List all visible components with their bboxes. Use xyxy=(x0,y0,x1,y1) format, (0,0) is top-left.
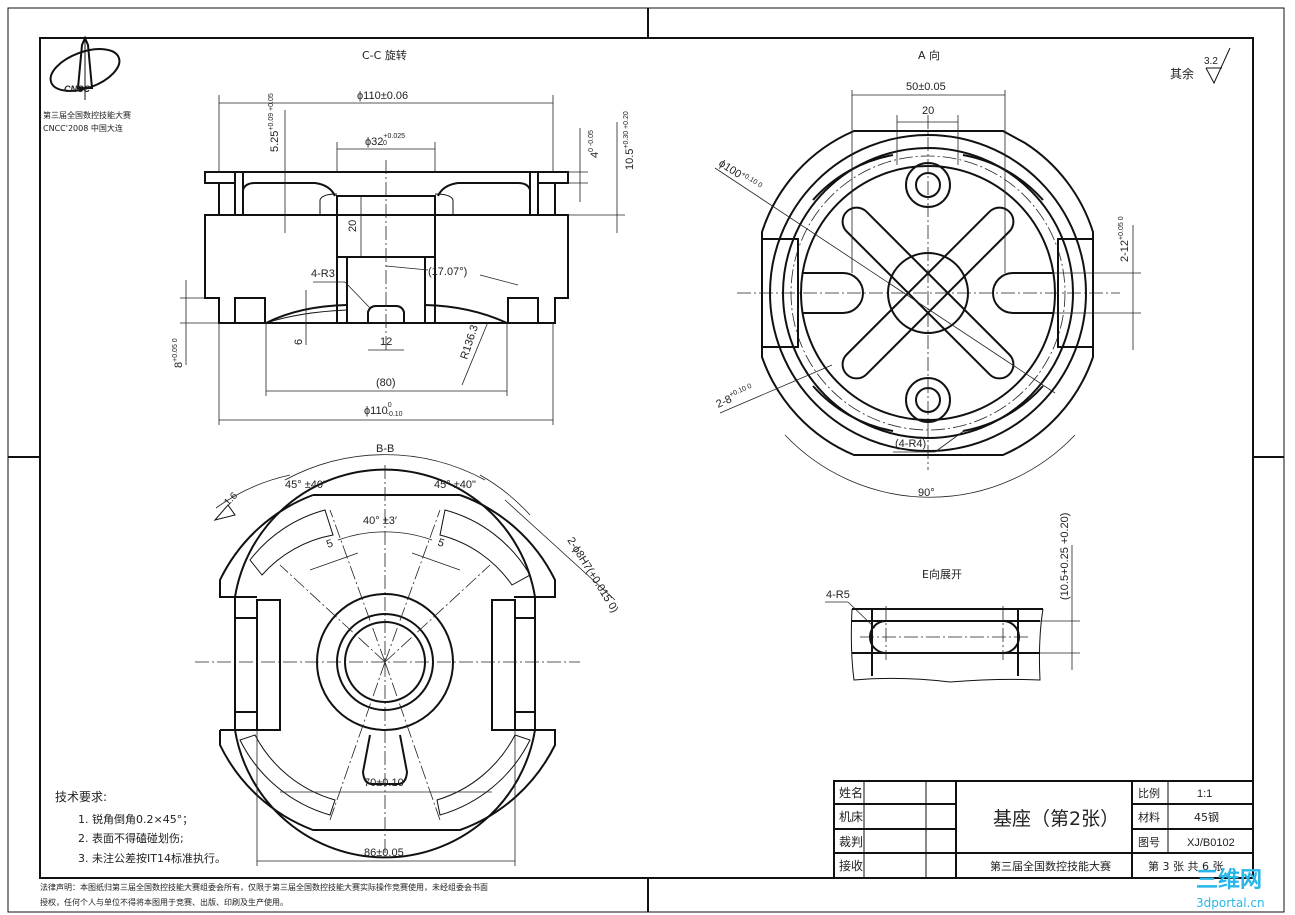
dim-h525: 5.25+0.09 +0.05 xyxy=(268,93,281,152)
sheet-number: 第 3 张 共 6 张 xyxy=(1148,859,1223,873)
cncc-logo: CNCC 第三届全国数控技能大赛 CNCC'2008 中国大连 xyxy=(43,35,131,133)
dim-w5-right: 5 xyxy=(436,537,446,550)
label-referee: 裁判 xyxy=(839,835,863,849)
watermark-text: 三维网 xyxy=(1196,867,1262,893)
logo-caption-2: CNCC'2008 中国大连 xyxy=(43,123,123,133)
legal-notice-line-1: 法律声明：本图纸归第三届全国数控技能大赛组委会所有，仅限于第三届全国数控技能大赛… xyxy=(40,882,488,892)
dim-w50: 50±0.05 xyxy=(906,81,946,93)
technical-requirements: 技术要求: 1. 锐角倒角0.2×45°； 2. 表面不得磕碰划伤; 3. 未注… xyxy=(55,790,226,865)
dim-r136: R136.3 xyxy=(458,323,480,360)
roughness-label: 其余 xyxy=(1170,66,1194,81)
roughness-symbol: 其余 3.2 xyxy=(1170,47,1231,85)
dim-angle-90: 90° xyxy=(918,487,935,499)
view-title-cc: C-C 旋转 xyxy=(362,48,407,62)
roughness-1-6: 1.6 xyxy=(222,490,240,508)
legal-notice-line-2: 授权，任何个人与单位不得将本图用于竞赛、出版、印刷及生产使用。 xyxy=(40,897,288,907)
dim-h105: 10.5+0.30 +0.20 xyxy=(623,111,636,170)
dim-h105-e: (10.5+0.25 +0.20) xyxy=(1059,513,1071,600)
material-value: 45钢 xyxy=(1194,811,1219,824)
dim-d100: ϕ100+0.10 0 xyxy=(716,157,763,193)
tech-req-title: 技术要求: xyxy=(55,790,107,804)
tech-req-item: 2. 表面不得磕碰划伤; xyxy=(78,831,184,845)
view-title-bb: B-B xyxy=(376,443,394,455)
drawing-no-value: XJ/B0102 xyxy=(1187,837,1235,849)
dim-angle-right: 45° ±40" xyxy=(434,479,476,491)
view-a: A 向 50±0.05 20 ϕ100+0.10 0 2-12+0.05 0 xyxy=(714,48,1141,499)
part-name: 基座（第2张） xyxy=(993,808,1119,830)
tech-req-item: 3. 未注公差按IT14标准执行。 xyxy=(78,851,226,865)
dim-h6: 6 xyxy=(293,339,305,345)
sheet-frame xyxy=(7,7,1285,913)
label-machine: 机床 xyxy=(839,810,863,824)
dim-w12-a: 2-12+0.05 0 xyxy=(1118,216,1131,262)
dim-w86: 86±0.05 xyxy=(364,847,404,859)
section-view-bb: B-B 45° ±40" 45° ±40" 40° ±3′ 5 5 1. xyxy=(195,443,621,866)
dim-h8: 8+0.05 0 xyxy=(172,338,185,368)
tech-req-item: 1. 锐角倒角0.2×45°； xyxy=(78,812,193,826)
dim-w12: 12 xyxy=(380,336,392,348)
label-receive: 接收 xyxy=(839,858,863,873)
drawing-no-label: 图号 xyxy=(1138,836,1160,849)
view-title-a: A 向 xyxy=(918,48,940,62)
watermark-url: 3dportal.cn xyxy=(1196,896,1265,910)
dim-r5: 4-R5 xyxy=(826,589,850,601)
label-name: 姓名 xyxy=(839,785,863,800)
dim-r3: 4-R3 xyxy=(311,268,335,280)
dim-angle-left: 45° ±40" xyxy=(285,479,327,491)
scale-label: 比例 xyxy=(1138,786,1160,800)
dim-angle-40: 40° ±3′ xyxy=(363,515,397,527)
dim-hole: 2-ϕ8H7(+0.015 0) xyxy=(564,535,620,615)
title-block: 姓名 机床 裁判 接收 基座（第2张） 第三届全国数控技能大赛 比例 1:1 材… xyxy=(833,780,1254,879)
material-label: 材料 xyxy=(1138,810,1160,824)
dim-w70: 70±0.10 xyxy=(364,777,404,789)
view-title-e: E向展开 xyxy=(922,567,962,581)
dim-h4: 40 -0.05 xyxy=(588,130,601,158)
dim-d110-bottom: ϕ1100-0.10 xyxy=(364,402,403,418)
view-e-developed: E向展开 4-R5 (10.5+0.25 +0.20) xyxy=(825,513,1080,683)
dim-r4: (4-R4) xyxy=(895,438,926,450)
competition-name: 第三届全国数控技能大赛 xyxy=(990,859,1111,873)
dim-w20: 20 xyxy=(922,105,934,117)
watermark-logo: 三维网 3dportal.cn xyxy=(1196,867,1265,910)
dim-h20: 20 xyxy=(347,220,359,232)
dim-d110-top: ϕ110±0.06 xyxy=(357,90,408,102)
dim-w5-left: 5 xyxy=(325,537,335,550)
roughness-value: 3.2 xyxy=(1204,56,1218,67)
logo-text: CNCC xyxy=(64,84,90,94)
dim-angle: (17.07°) xyxy=(428,266,467,278)
logo-caption-1: 第三届全国数控技能大赛 xyxy=(43,110,131,120)
dim-w80: (80) xyxy=(376,377,396,389)
scale-value: 1:1 xyxy=(1197,788,1212,800)
